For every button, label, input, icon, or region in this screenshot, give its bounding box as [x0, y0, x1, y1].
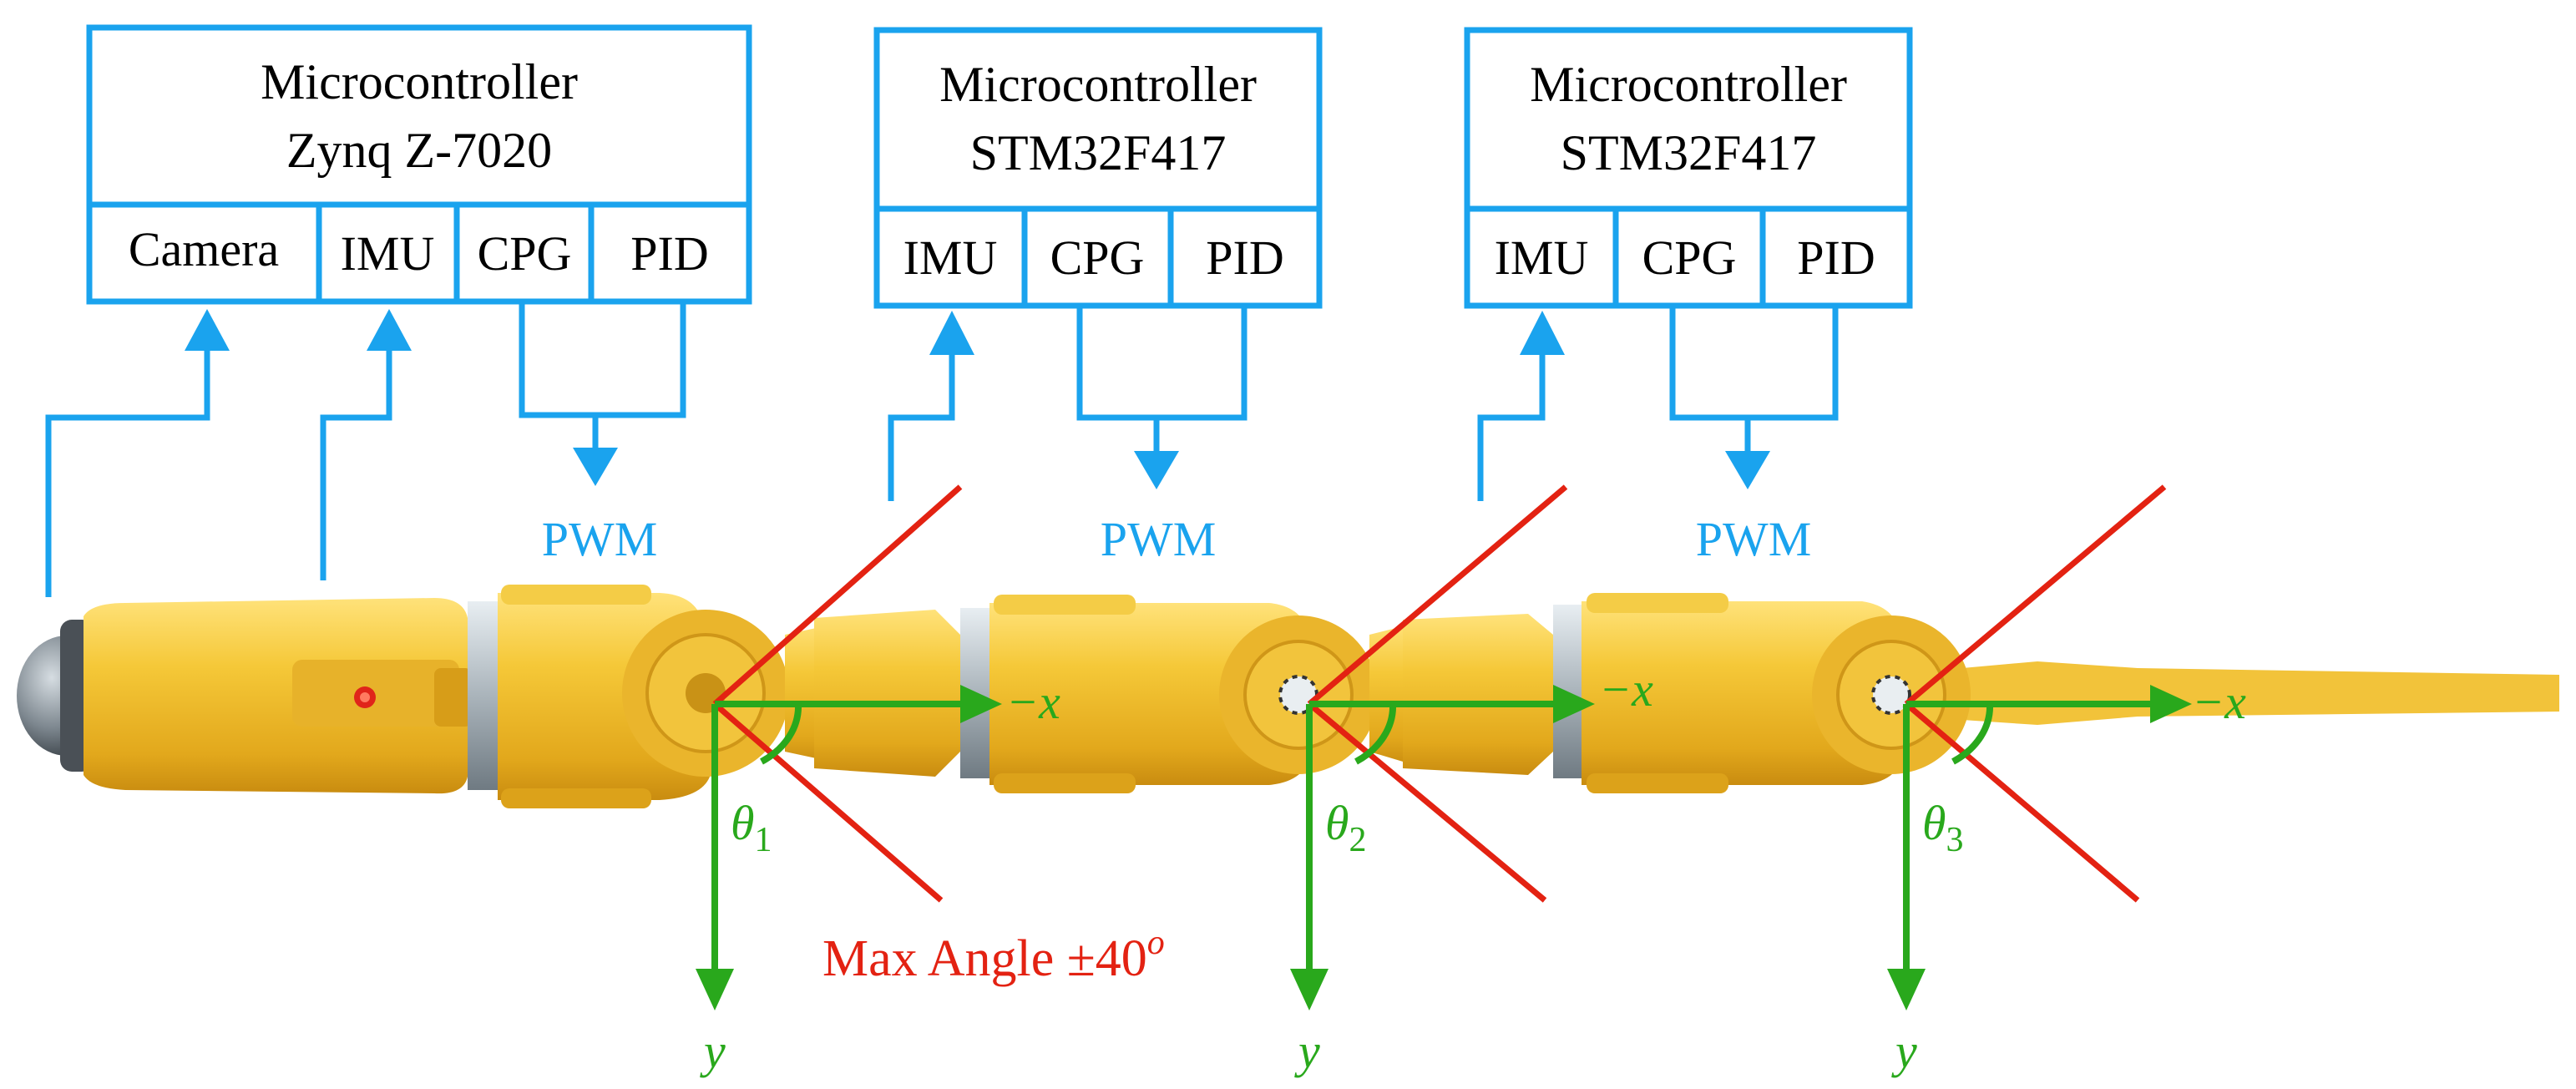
- pwm-label-1: PWM: [542, 512, 658, 566]
- y-axis-label-3: y: [1891, 1024, 1917, 1078]
- signal-arrowheads: [185, 309, 1770, 489]
- pwm-arrowhead-3: [1725, 451, 1770, 489]
- limit-line-upper-3: [1904, 484, 2167, 707]
- snake-robot: [17, 585, 2559, 808]
- y-arrowhead-2: [1290, 969, 1328, 1010]
- controller-1-camera: Camera: [129, 222, 279, 276]
- controller-box-2: [873, 27, 1323, 309]
- x-axis-label-3: −x: [2192, 675, 2246, 729]
- max-angle-limits: [712, 484, 2167, 903]
- max-angle-degree: o: [1147, 924, 1165, 962]
- limit-line-upper-1: [712, 484, 963, 707]
- imu-signal-line-1: [320, 351, 392, 580]
- pwm-arrowhead-1: [573, 448, 618, 486]
- pwm-label-3: PWM: [1696, 512, 1812, 566]
- x-axis-label-2: −x: [1599, 662, 1653, 717]
- controller-2-cpg: CPG: [1050, 230, 1145, 285]
- controller-1-pid: PID: [630, 226, 708, 281]
- pwm-loop-2: [1076, 306, 1248, 421]
- signal-lines: [45, 301, 1839, 597]
- angle-arc-2: [1354, 703, 1397, 765]
- controller-2-imu: IMU: [903, 230, 998, 285]
- imu-signal-line-2: [888, 355, 955, 501]
- controller-1-title: Microcontroller: [261, 54, 578, 109]
- theta-symbol-1: θ: [731, 796, 755, 850]
- imu-arrowhead-1: [367, 309, 412, 351]
- max-angle-label: Max Angle ±40o: [822, 924, 1165, 987]
- controller-1-cpg: CPG: [478, 226, 572, 281]
- x-arrowhead-1: [960, 685, 1002, 723]
- theta-symbol-2: θ: [1325, 796, 1349, 850]
- module-3: [1553, 593, 1971, 793]
- theta-label-1: θ1: [731, 796, 772, 859]
- imu-arrowhead-2: [929, 311, 974, 355]
- controller-3-pid: PID: [1797, 230, 1875, 285]
- controller-3-imu: IMU: [1495, 230, 1589, 285]
- module-1: [84, 585, 789, 808]
- y-axis-label-1: y: [700, 1024, 726, 1078]
- pwm-arrowhead-2: [1134, 451, 1179, 489]
- limit-line-lower-2: [1307, 702, 1547, 903]
- theta-index-3: 3: [1946, 821, 1964, 859]
- pwm-loop-3: [1669, 306, 1839, 421]
- x-arrowhead-3: [2150, 685, 2192, 723]
- y-axis-label-2: y: [1294, 1024, 1320, 1078]
- theta-index-2: 2: [1349, 821, 1367, 859]
- theta-label-3: θ3: [1922, 796, 1964, 859]
- pwm-label-2: PWM: [1101, 512, 1217, 566]
- camera-signal-line: [45, 351, 210, 597]
- limit-line-upper-2: [1307, 484, 1568, 707]
- limit-line-lower-3: [1904, 702, 2140, 903]
- controller-3-title: Microcontroller: [1530, 57, 1847, 112]
- robot-tail: [1962, 661, 2559, 725]
- camera-arrowhead: [185, 309, 230, 351]
- angle-arc-1: [760, 703, 802, 765]
- controller-2-title: Microcontroller: [939, 57, 1257, 112]
- controller-2-pid: PID: [1206, 230, 1283, 285]
- joint-frames: [711, 701, 2150, 973]
- theta-index-1: 1: [755, 821, 772, 859]
- controller-2-model: STM32F417: [970, 125, 1227, 180]
- y-arrowhead-1: [696, 969, 734, 1010]
- axis-arrowheads: [696, 685, 2192, 1010]
- max-angle-text: Max Angle ±40: [822, 930, 1147, 987]
- controller-box-3: [1464, 27, 1913, 309]
- controller-3-model: STM32F417: [1561, 125, 1817, 180]
- controller-3-cpg: CPG: [1642, 230, 1737, 285]
- theta-symbol-3: θ: [1922, 796, 1946, 850]
- imu-signal-line-3: [1477, 355, 1546, 501]
- controller-1-imu: IMU: [341, 226, 435, 281]
- x-axis-label-1: −x: [1006, 675, 1060, 729]
- y-arrowhead-3: [1887, 969, 1926, 1010]
- theta-label-2: θ2: [1325, 796, 1367, 859]
- imu-arrowhead-3: [1520, 311, 1565, 355]
- pwm-loop-1: [519, 301, 686, 418]
- controller-1-model: Zynq Z-7020: [286, 123, 552, 178]
- limit-line-lower-1: [712, 702, 944, 903]
- controller-box-1: [86, 24, 752, 305]
- angle-arc-3: [1951, 703, 1994, 765]
- controller-blocks: [86, 24, 1913, 309]
- x-arrowhead-2: [1553, 685, 1595, 723]
